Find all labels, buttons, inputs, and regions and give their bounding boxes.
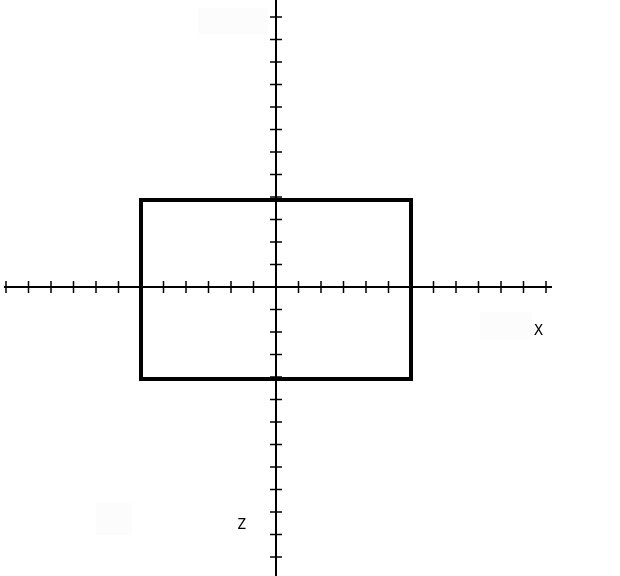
rectangle-shape — [139, 198, 413, 381]
x-axis-label: X — [534, 321, 543, 339]
tick-marks — [5, 16, 547, 558]
mask-patch-bottom-left — [96, 503, 132, 535]
mask-patch-top — [198, 8, 268, 34]
mask-patch-right — [480, 312, 532, 340]
z-axis-label: Z — [237, 515, 246, 533]
